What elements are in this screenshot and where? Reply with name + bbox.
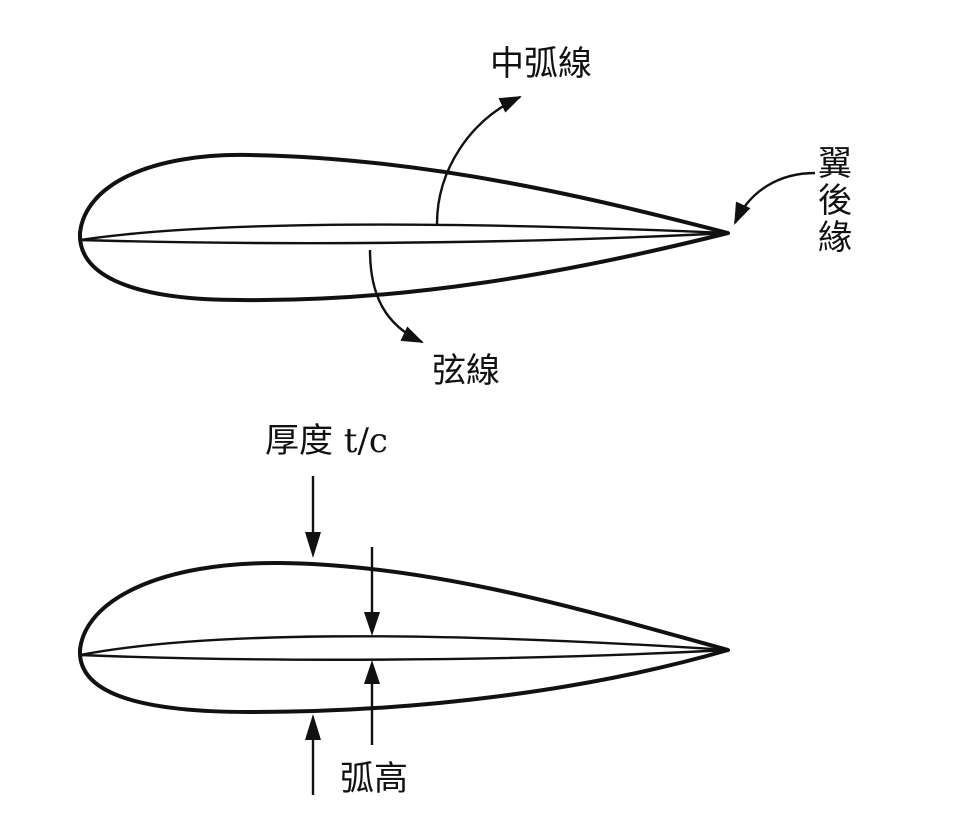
mean-camber-line-label: 中弧線 — [490, 44, 592, 84]
top-airfoil-chord-line — [79, 231, 729, 245]
top-airfoil-outline — [77, 152, 730, 303]
svg-text:緣: 緣 — [818, 218, 852, 258]
camber-bottom-arrow — [364, 660, 380, 745]
svg-text:後: 後 — [818, 181, 852, 221]
trailing-edge-label: 翼 後 緣 — [818, 144, 852, 258]
mean-camber-line-pointer — [435, 95, 522, 225]
thickness-bottom-arrow — [305, 714, 321, 795]
bottom-airfoil — [77, 560, 730, 714]
thickness-top-arrow — [305, 476, 321, 558]
thickness-label: 厚度 t/c — [265, 421, 388, 461]
bottom-airfoil-chord-line — [79, 648, 729, 661]
bottom-airfoil-mean-camber-line — [79, 635, 729, 657]
top-airfoil-mean-camber-line — [79, 223, 729, 242]
chord-line-label: 弦線 — [432, 351, 500, 391]
camber-label: 弧高 — [340, 759, 408, 799]
camber-top-arrow — [364, 547, 380, 636]
top-airfoil — [77, 152, 730, 303]
trailing-edge-pointer — [733, 171, 816, 225]
bottom-airfoil-outline — [77, 560, 730, 714]
svg-text:翼: 翼 — [818, 144, 852, 184]
chord-line-pointer — [368, 249, 424, 344]
